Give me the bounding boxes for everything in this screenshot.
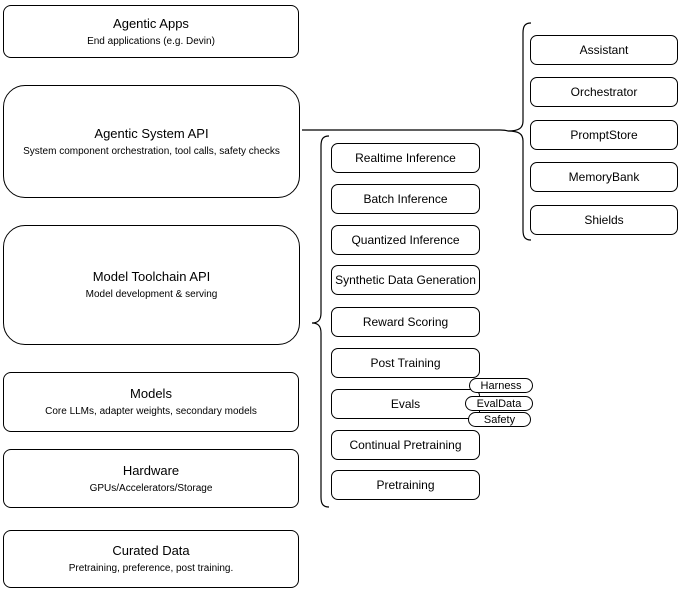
tag-label: Safety (483, 413, 516, 426)
node-pretraining: Pretraining (331, 470, 480, 500)
node-title: Hardware (122, 462, 180, 478)
node-agentic-system-api: Agentic System API System component orch… (3, 85, 300, 198)
node-evals: Evals (331, 389, 480, 419)
chip-label: Quantized Inference (351, 233, 460, 247)
tag-label: Harness (480, 379, 522, 392)
brace-toolchain (311, 135, 330, 508)
node-realtime-inference: Realtime Inference (331, 143, 480, 173)
connector-line (302, 129, 509, 132)
chip-label: Realtime Inference (355, 151, 456, 165)
node-subtitle: End applications (e.g. Devin) (87, 35, 215, 47)
node-subtitle: Core LLMs, adapter weights, secondary mo… (45, 406, 257, 417)
chip-label: Reward Scoring (362, 315, 449, 329)
chip-label: MemoryBank (568, 170, 640, 184)
node-curated-data: Curated Data Pretraining, preference, po… (3, 530, 299, 588)
tag-label: EvalData (476, 397, 522, 410)
chip-label: Orchestrator (570, 85, 638, 99)
tag-evaldata: EvalData (465, 396, 533, 411)
node-synthetic-data-generation: Synthetic Data Generation (331, 265, 480, 295)
node-subtitle: Model development & serving (85, 289, 218, 300)
node-memorybank: MemoryBank (530, 162, 678, 192)
chip-label: Continual Pretraining (349, 438, 462, 452)
node-post-training: Post Training (331, 348, 480, 378)
chip-label: PromptStore (570, 128, 638, 142)
chip-label: Synthetic Data Generation (335, 273, 476, 287)
node-subtitle: GPUs/Accelerators/Storage (89, 482, 213, 494)
node-title: Model Toolchain API (92, 269, 211, 284)
node-title: Agentic Apps (113, 15, 189, 31)
chip-label: Post Training (370, 356, 441, 370)
node-agentic-apps: Agentic Apps End applications (e.g. Devi… (3, 5, 299, 58)
tag-harness: Harness (469, 378, 533, 393)
node-promptstore: PromptStore (530, 120, 678, 150)
chip-label: Evals (390, 397, 421, 411)
tag-safety: Safety (468, 412, 531, 427)
node-orchestrator: Orchestrator (530, 77, 678, 107)
node-subtitle: System component orchestration, tool cal… (23, 145, 280, 157)
node-model-toolchain-api: Model Toolchain API Model development & … (3, 225, 300, 345)
node-continual-pretraining: Continual Pretraining (331, 430, 480, 460)
node-shields: Shields (530, 205, 678, 235)
node-batch-inference: Batch Inference (331, 184, 480, 214)
brace-system (507, 22, 532, 241)
node-reward-scoring: Reward Scoring (331, 307, 480, 337)
node-quantized-inference: Quantized Inference (331, 225, 480, 255)
node-assistant: Assistant (530, 35, 678, 65)
node-title: Curated Data (112, 543, 190, 558)
node-title: Agentic System API (94, 125, 209, 141)
node-models: Models Core LLMs, adapter weights, secon… (3, 372, 299, 432)
node-hardware: Hardware GPUs/Accelerators/Storage (3, 449, 299, 508)
chip-label: Shields (584, 213, 624, 227)
chip-label: Assistant (579, 43, 629, 57)
chip-label: Pretraining (376, 478, 435, 492)
chip-label: Batch Inference (363, 192, 448, 206)
node-subtitle: Pretraining, preference, post training. (68, 563, 234, 574)
node-title: Models (130, 386, 172, 401)
